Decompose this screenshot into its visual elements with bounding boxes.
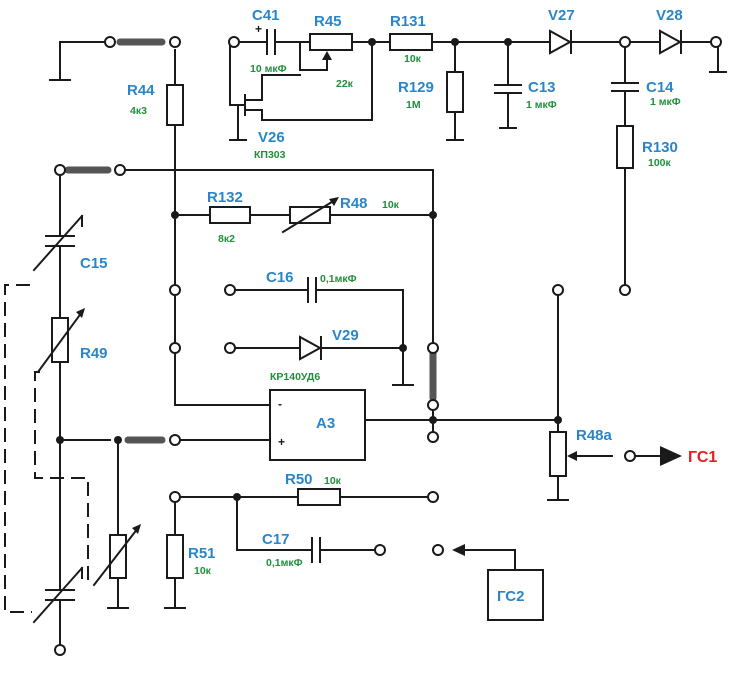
label-r129: R129 xyxy=(398,79,434,96)
label-r50: R50 xyxy=(285,471,313,488)
variable-capacitor-lower xyxy=(32,566,84,624)
value-c41: 10 мкФ xyxy=(250,63,287,75)
capacitor-c13 xyxy=(494,84,522,94)
c41-polarity: + xyxy=(255,22,262,36)
label-r44: R44 xyxy=(127,82,155,99)
value-r132: 8к2 xyxy=(218,233,235,245)
gs2-box xyxy=(487,569,544,621)
value-c14: 1 мкФ xyxy=(650,96,681,108)
value-a3: КР140УД6 xyxy=(270,371,320,383)
resistor-r51 xyxy=(166,534,184,579)
value-r44: 4к3 xyxy=(130,105,147,117)
gang-linkage xyxy=(4,284,32,613)
gs2-arrow xyxy=(452,544,465,556)
value-c17: 0,1мкФ xyxy=(266,557,303,569)
potentiometer-r48a xyxy=(549,431,577,477)
value-c13: 1 мкФ xyxy=(526,99,557,111)
switch-bars xyxy=(64,38,437,444)
label-r132: R132 xyxy=(207,189,243,206)
resistor-r132 xyxy=(209,206,251,224)
label-gs2: ГС2 xyxy=(497,588,524,605)
a3-plus: + xyxy=(278,435,285,449)
opamp-a3 xyxy=(269,389,366,461)
resistor-r50 xyxy=(297,488,341,506)
resistor-r130 xyxy=(616,125,634,169)
value-v26: КП303 xyxy=(254,149,286,161)
value-r129: 1М xyxy=(406,99,421,111)
capacitor-c16 xyxy=(307,277,317,303)
label-v27: V27 xyxy=(548,7,575,24)
label-c41: C41 xyxy=(252,7,280,24)
label-c15: C15 xyxy=(80,255,108,272)
label-a3: A3 xyxy=(316,415,335,432)
label-r48: R48 xyxy=(340,195,368,212)
resistor-r44 xyxy=(166,84,184,126)
label-c17: C17 xyxy=(262,531,290,548)
gs1-arrow xyxy=(660,446,682,466)
value-r48: 10к xyxy=(382,199,400,211)
variable-capacitor-c15 xyxy=(32,214,84,272)
variable-resistor-r49 xyxy=(36,308,85,374)
label-v29: V29 xyxy=(332,327,359,344)
label-r51: R51 xyxy=(188,545,216,562)
wires xyxy=(49,41,727,646)
diode-v29 xyxy=(299,335,323,361)
label-r49: R49 xyxy=(80,345,108,362)
label-v26: V26 xyxy=(258,129,285,146)
resistor-r129 xyxy=(446,71,464,113)
capacitor-c17 xyxy=(311,537,321,563)
gang-linkage-inner xyxy=(34,371,89,585)
label-r48a: R48a xyxy=(576,427,613,444)
r45-wiper-arrow xyxy=(322,51,332,60)
value-r130: 100к xyxy=(648,157,672,169)
label-r45: R45 xyxy=(314,13,342,30)
label-r130: R130 xyxy=(642,139,678,156)
capacitor-c41 xyxy=(266,29,276,55)
value-r50: 10к xyxy=(324,475,342,487)
variable-resistor-lower xyxy=(92,524,141,587)
resistor-r131 xyxy=(389,33,433,51)
labels: C41 + 10 мкФ R45 22к R131 10к V27 V28 R4… xyxy=(80,7,717,605)
a3-minus: - xyxy=(278,397,282,411)
junctions xyxy=(56,38,562,501)
value-r51: 10к xyxy=(194,565,212,577)
label-c16: C16 xyxy=(266,269,294,286)
diode-v28 xyxy=(659,29,683,55)
output-gs1: ГС1 xyxy=(688,449,717,466)
label-c13: C13 xyxy=(528,79,556,96)
label-r131: R131 xyxy=(390,13,426,30)
label-v28: V28 xyxy=(656,7,683,24)
label-c14: C14 xyxy=(646,79,674,96)
terminals xyxy=(54,36,722,656)
diode-v27 xyxy=(549,29,573,55)
variable-resistor-r48 xyxy=(281,197,339,234)
resistor-r45 xyxy=(309,33,353,51)
value-r45: 22к xyxy=(336,78,354,90)
value-c16: 0,1мкФ xyxy=(320,273,357,285)
capacitor-c14 xyxy=(611,82,639,92)
value-r131: 10к xyxy=(404,53,422,65)
